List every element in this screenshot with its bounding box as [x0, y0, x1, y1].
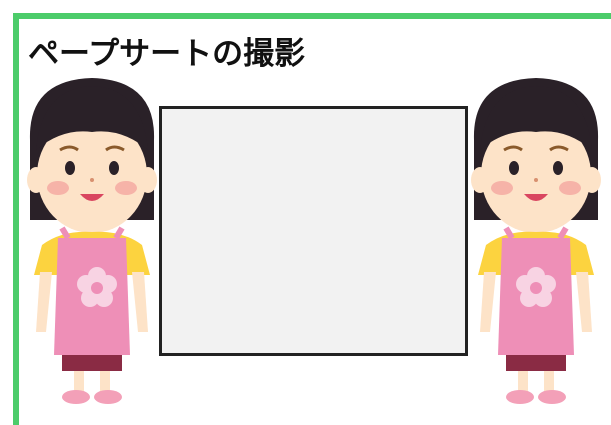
frame-left-border [13, 13, 19, 425]
paper-theater-board [159, 106, 468, 356]
page-title: ペープサートの撮影 [28, 36, 306, 72]
girl-left-icon [27, 78, 157, 404]
girl-right-icon [471, 78, 601, 404]
frame-top-border [13, 13, 611, 19]
